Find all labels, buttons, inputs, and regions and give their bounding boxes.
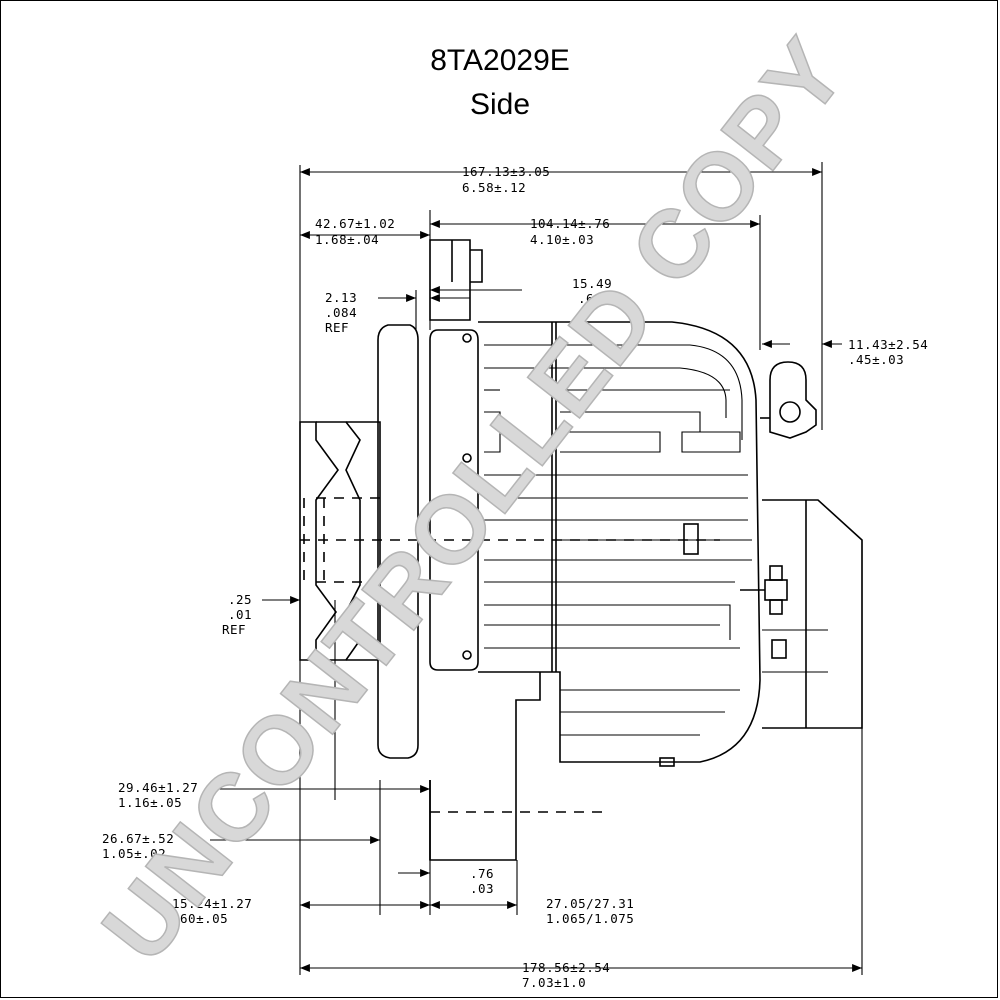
mounting-ear-top	[429, 239, 483, 321]
dim-overall-top-mm: 167.13±3.05	[462, 164, 550, 179]
dim-overall-bottom-mm: 178.56±2.54	[522, 960, 610, 975]
stator-body	[300, 321, 761, 861]
dim-foot-offset-3-in: .60±.05	[172, 911, 228, 926]
dim-pulley-edge-ref: REF	[222, 622, 246, 637]
regulator-housing	[762, 499, 863, 729]
drive-end-housing	[429, 329, 479, 671]
dim-overall-bottom-in: 7.03±1.0	[522, 975, 586, 990]
dim-foot-offset-1-mm: 29.46±1.27	[118, 780, 198, 795]
dim-foot-offset-2-in: 1.05±.02	[102, 846, 166, 861]
dim-foot-width-mm: 27.05/27.31	[546, 896, 634, 911]
dim-flange-offset-mm: 42.67±1.02	[315, 216, 395, 231]
dim-mount-thickness-mm: 15.49	[572, 276, 612, 291]
dimension-labels: 167.13±3.05 6.58±.12 42.67±1.02 1.68±.04…	[102, 164, 928, 990]
dim-pulley-gap-in: .084	[325, 305, 357, 320]
dim-pulley-edge-mm: .25	[228, 592, 252, 607]
rear-terminals	[740, 361, 817, 659]
dim-overall-top-in: 6.58±.12	[462, 180, 526, 195]
dim-mount-thickness-in: .61	[578, 291, 602, 306]
dimension-lines	[210, 168, 862, 972]
dim-foot-offset-2-mm: 26.67±.52	[102, 831, 174, 846]
dim-foot-thickness-in: .03	[470, 881, 494, 896]
dim-pulley-gap-mm: 2.13	[325, 290, 357, 305]
dim-pulley-edge-in: .01	[228, 607, 252, 622]
dim-foot-thickness-mm: .76	[470, 866, 494, 881]
dim-pulley-gap-ref: REF	[325, 320, 349, 335]
drawing-subtitle: Side	[469, 88, 531, 121]
fan	[377, 324, 419, 759]
dim-terminal-offset-mm: 11.43±2.54	[848, 337, 928, 352]
dim-terminal-offset-in: .45±.03	[848, 352, 904, 367]
dim-body-length-mm: 104.14±.76	[530, 216, 610, 231]
drawing-title: 8TA2029E	[430, 44, 570, 77]
dim-flange-offset-in: 1.68±.04	[315, 232, 379, 247]
dim-foot-width-in: 1.065/1.075	[546, 911, 634, 926]
dim-body-length-in: 4.10±.03	[530, 232, 594, 247]
dim-foot-offset-3-mm: 15.24±1.27	[172, 896, 252, 911]
dim-foot-offset-1-in: 1.16±.05	[118, 795, 182, 810]
